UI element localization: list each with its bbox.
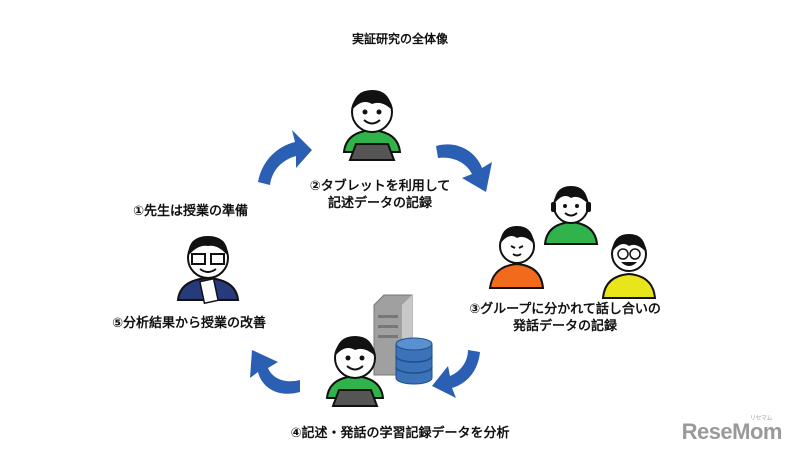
- resemom-logo: ReseMom リセマム: [681, 416, 783, 445]
- step-4-label: ④記述・発話の学習記録データを分析: [250, 425, 550, 442]
- step-1-number: ①: [133, 204, 145, 219]
- student-tablet-illustration: [342, 90, 402, 161]
- group-discussion-illustration: [488, 186, 657, 299]
- arrow-bottom-left: [250, 350, 300, 394]
- logo-kana: リセマム: [749, 416, 773, 422]
- student-orange: [488, 226, 545, 289]
- step-3-line2: 発話データの記録: [512, 319, 617, 334]
- database-icon: [395, 337, 433, 385]
- step-4-number: ④: [290, 426, 302, 441]
- student-green: [543, 186, 599, 245]
- step-3-line1: グループに分かれて話し合いの: [480, 302, 661, 317]
- step-2-line1: タブレットを利用して: [320, 179, 451, 194]
- teacher-illustration: [176, 236, 240, 305]
- student-analysis-illustration: [325, 336, 385, 407]
- diagram-title: 実証研究の全体像: [351, 32, 448, 46]
- arrow-top-right: [436, 144, 492, 192]
- arrow-top-left: [258, 130, 312, 185]
- student-yellow: [601, 234, 657, 299]
- step-2-number: ②: [309, 179, 321, 194]
- step-2-line2: 記述データの記録: [327, 196, 432, 211]
- step-4-text: 記述・発話の学習記録データを分析: [301, 426, 510, 441]
- step-2-label: ②タブレットを利用して 記述データの記録: [300, 178, 460, 212]
- step-5-label: ⑤分析結果から授業の改善: [112, 315, 266, 332]
- step-3-label: ③グループに分かれて話し合いの 発話データの記録: [455, 301, 675, 335]
- step-5-text: 分析結果から授業の改善: [123, 316, 267, 331]
- logo-text: ReseMom: [681, 419, 783, 444]
- step-1-text: 先生は授業の準備: [144, 204, 249, 219]
- step-1-label: ①先生は授業の準備: [133, 203, 248, 220]
- step-5-number: ⑤: [112, 316, 124, 331]
- arrow-bottom-right: [432, 350, 480, 398]
- step-3-number: ③: [469, 302, 481, 317]
